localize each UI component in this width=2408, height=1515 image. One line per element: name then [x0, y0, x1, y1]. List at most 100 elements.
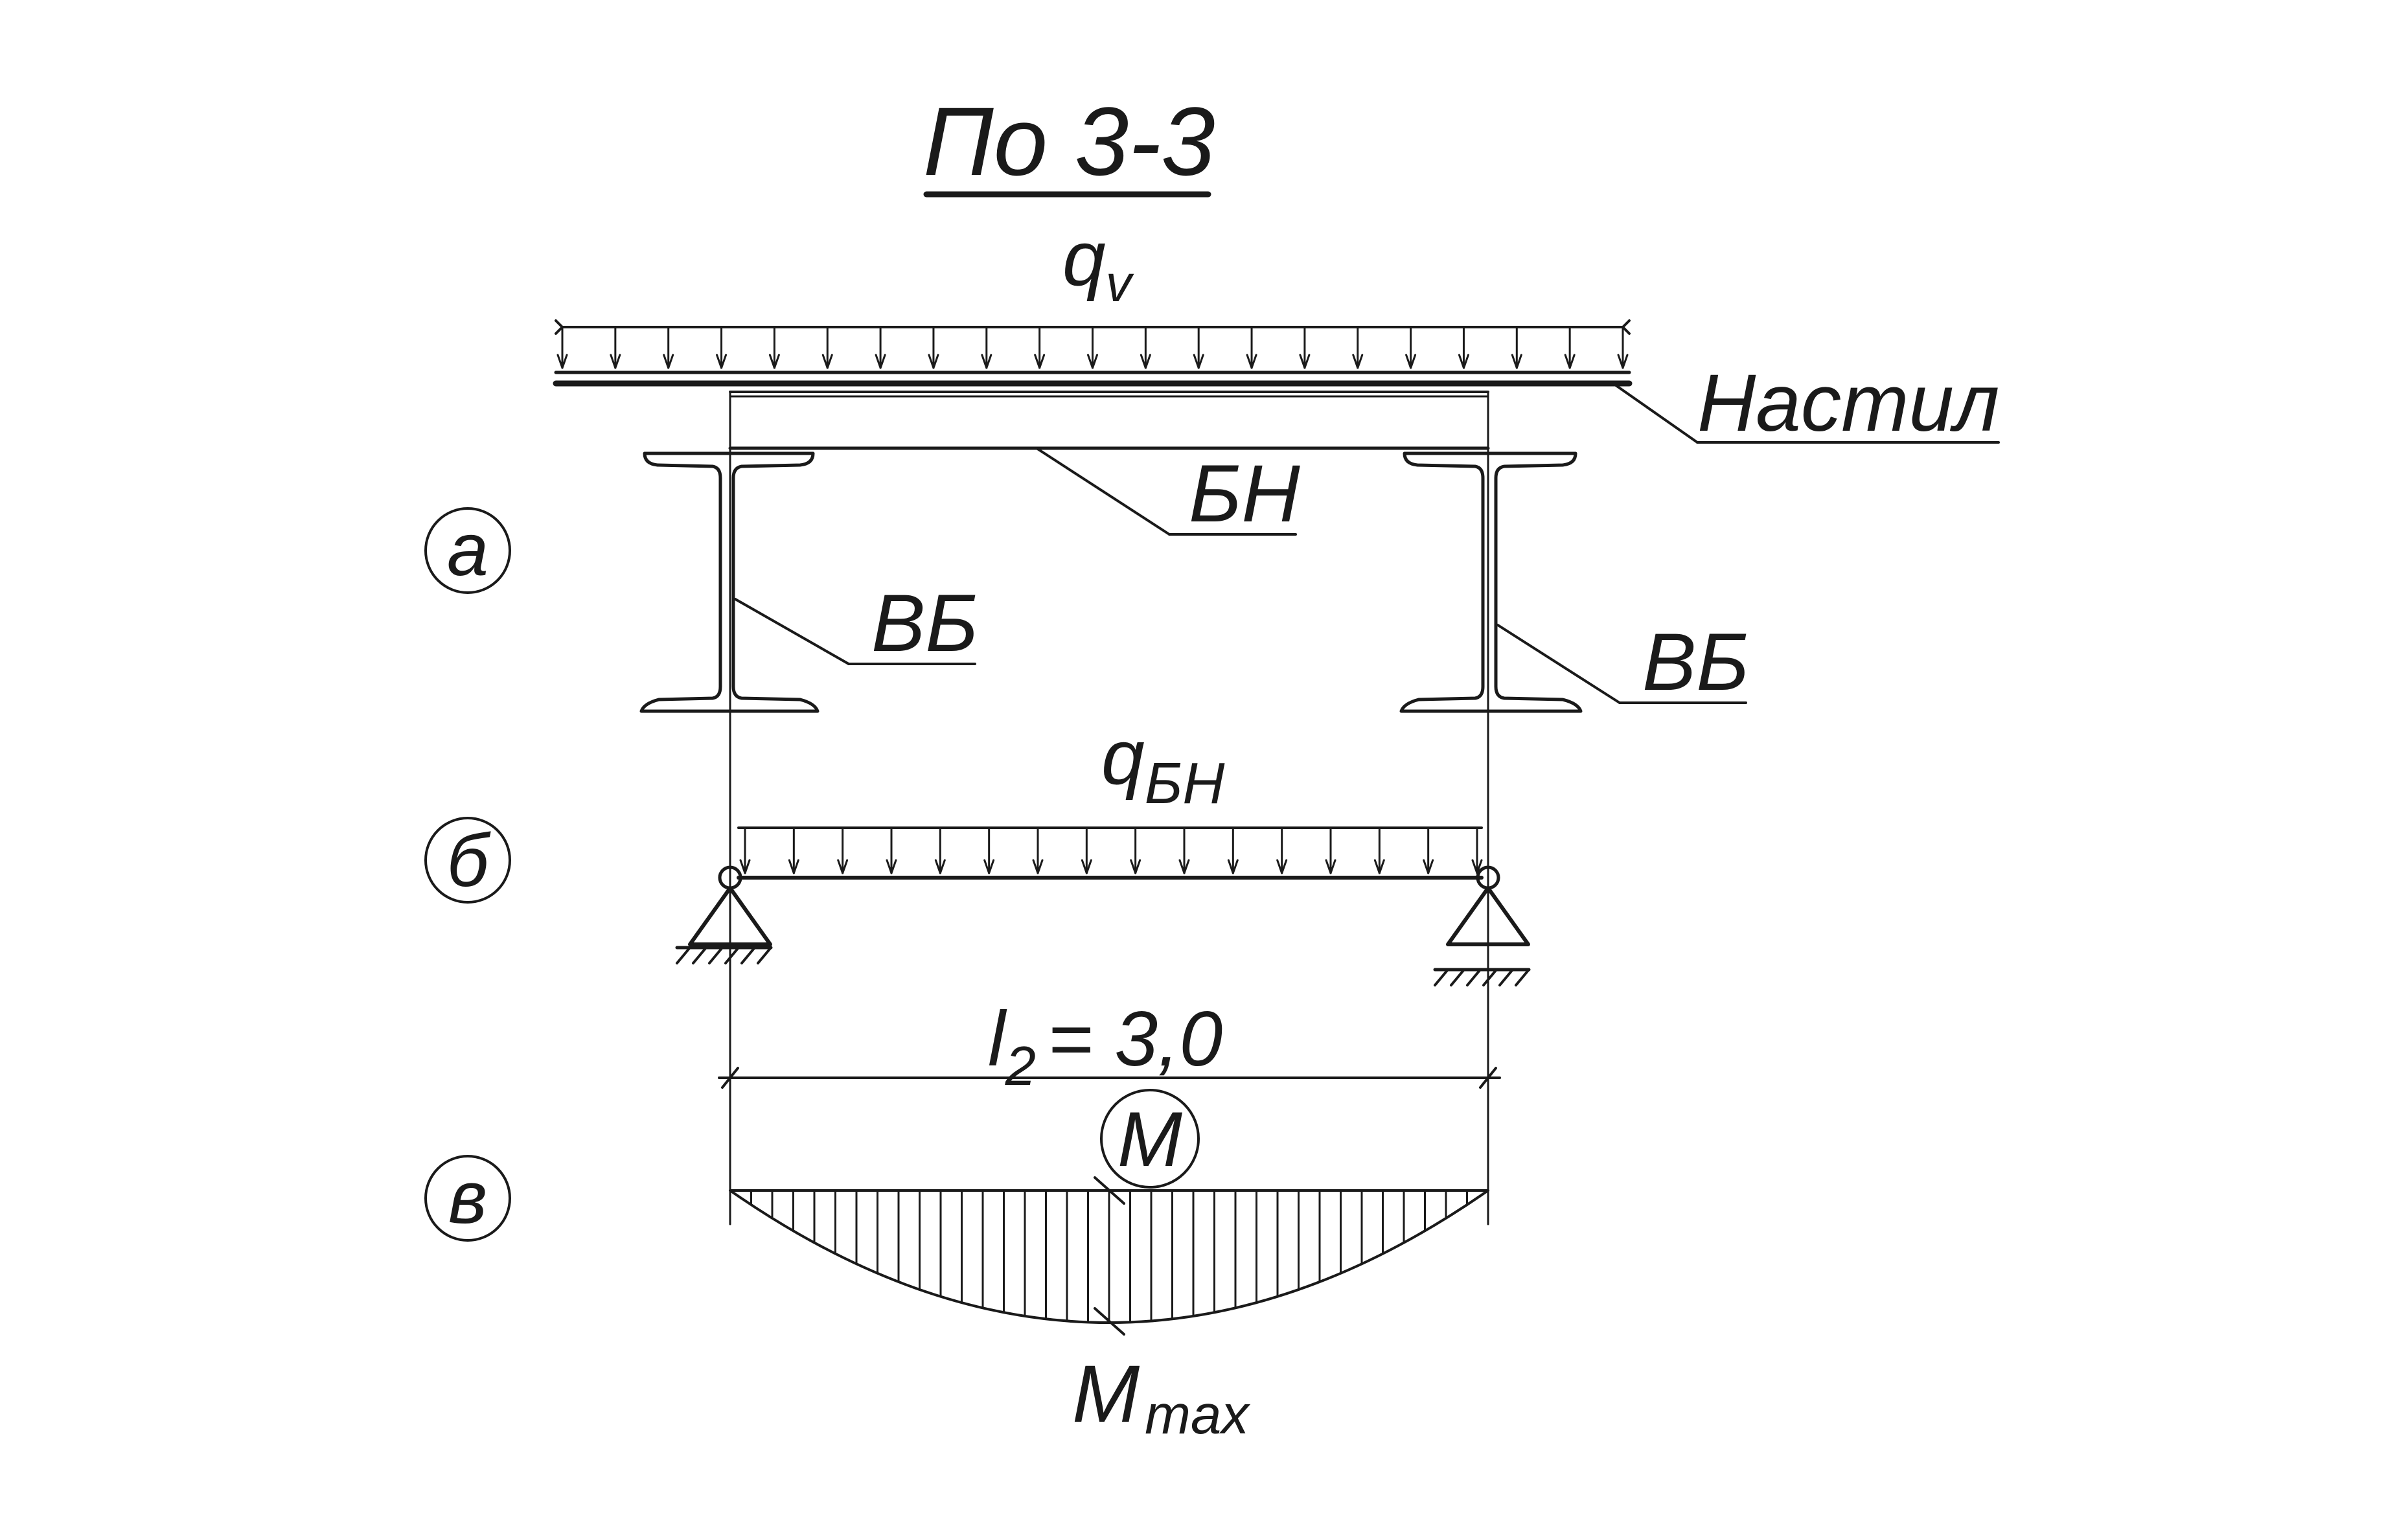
- load-qbn-arrow-head: [1178, 859, 1190, 874]
- support-right: [1433, 865, 1531, 986]
- support-left-hatch-line: [757, 946, 772, 964]
- main-beam-right-outline: [1399, 451, 1583, 713]
- break-mark-right: [1622, 319, 1631, 335]
- load-qv-arrow-head: [1564, 354, 1576, 369]
- floor-beam-label: БН: [1189, 449, 1300, 539]
- row-marker-v-circle: [424, 1155, 511, 1242]
- load-qbn-arrow-head: [788, 859, 799, 874]
- support-left: [675, 865, 773, 964]
- load-qv-symbol: q: [1062, 215, 1106, 302]
- support-left-hatch-line: [692, 946, 707, 964]
- support-right-hatch-line: [1434, 968, 1449, 986]
- load-qbn-arrow-head: [1081, 859, 1092, 874]
- support-left-triangle: [688, 886, 772, 946]
- moment-max-tick-bottom: [1094, 1307, 1125, 1336]
- load-qbn-label: qБН: [1101, 714, 1225, 816]
- moment-diagram: M Mmax: [729, 1089, 1489, 1446]
- load-qv-arrow-head: [1087, 354, 1098, 369]
- load-qv: qv: [555, 215, 1631, 369]
- row-marker-v: в: [424, 1155, 511, 1242]
- load-qbn-arrow-head: [983, 859, 995, 874]
- row-marker-b-circle: [424, 817, 511, 904]
- load-qbn-arrow-head: [739, 859, 751, 874]
- main-beam-left-outline: [639, 451, 820, 713]
- support-right-hatch-line: [1515, 968, 1530, 986]
- support-right-hatch: [1434, 968, 1530, 986]
- deck-leader: [1612, 382, 1699, 444]
- moment-hatch: [750, 1189, 1468, 1324]
- beam-scheme: [675, 865, 1531, 986]
- load-qbn-arrow-head: [1227, 859, 1239, 874]
- load-qv-arrow-head: [1193, 354, 1204, 369]
- load-qv-arrow-head: [556, 354, 568, 369]
- load-qv-arrow-head: [716, 354, 728, 369]
- load-qbn-subscript: БН: [1145, 751, 1226, 816]
- row-marker-b-label: б: [447, 819, 492, 902]
- load-qv-arrow-head: [928, 354, 939, 369]
- moment-max-label: Mmax: [1072, 1349, 1250, 1446]
- deck: Настил: [553, 358, 2000, 448]
- drawing-title: По 3-3: [923, 87, 1215, 196]
- load-qv-label: qv: [1062, 215, 1134, 312]
- support-left-hatch-line: [724, 946, 740, 964]
- support-right-hatch-line: [1450, 968, 1465, 986]
- load-qv-arrow-head: [821, 354, 833, 369]
- load-qv-arrow-head: [1617, 354, 1629, 369]
- load-qv-arrow-head: [663, 354, 674, 369]
- load-qv-arrow-head: [1140, 354, 1151, 369]
- load-qbn-arrow-head: [1373, 859, 1385, 874]
- support-left-hatch: [676, 946, 772, 964]
- load-qv-arrow-head: [1352, 354, 1364, 369]
- load-qv-arrow-head: [875, 354, 886, 369]
- span-value: = 3,0: [1048, 996, 1222, 1082]
- load-qbn-arrow-head: [1032, 859, 1044, 874]
- moment-max-tick-top: [1094, 1176, 1125, 1205]
- span-dimension: l2= 3,0: [718, 996, 1501, 1097]
- moment-max-subscript: max: [1145, 1384, 1250, 1446]
- load-qbn-arrow-head: [886, 859, 897, 874]
- load-qv-arrow-head: [981, 354, 992, 369]
- support-left-hatch-line: [740, 946, 756, 964]
- load-qbn-arrow-head: [837, 859, 849, 874]
- row-marker-b: б: [424, 817, 511, 904]
- span-tick-right: [1479, 1067, 1497, 1089]
- floor-beam: БН: [728, 391, 1490, 539]
- load-qv-subscript: v: [1106, 255, 1134, 312]
- load-qbn-arrows: [739, 826, 1483, 874]
- load-qv-arrow-head: [1511, 354, 1522, 369]
- load-qv-arrow-head: [1299, 354, 1311, 369]
- support-right-triangle: [1446, 886, 1530, 946]
- moment-max-symbol: M: [1072, 1349, 1140, 1439]
- row-marker-a-circle: [424, 507, 511, 594]
- support-right-hatch-line: [1498, 968, 1514, 986]
- load-qbn-arrow-head: [1130, 859, 1141, 874]
- span-symbol: l: [988, 996, 1007, 1082]
- title-group: По 3-3: [923, 87, 1215, 198]
- floor-beam-leader: [1035, 447, 1171, 536]
- support-left-hatch-line: [676, 946, 691, 964]
- span-subscript: 2: [1005, 1036, 1036, 1097]
- span-label: l2= 3,0: [988, 996, 1222, 1097]
- support-right-hatch-line: [1482, 968, 1498, 986]
- load-qv-arrow-head: [1405, 354, 1417, 369]
- load-qbn-arrow-head: [1423, 859, 1434, 874]
- main-beam-left-leader: [734, 598, 850, 665]
- row-marker-a-label: а: [447, 508, 488, 591]
- support-left-hatch-line: [708, 946, 724, 964]
- moment-label: M: [1118, 1096, 1182, 1183]
- load-qbn-arrow-head: [1325, 859, 1336, 874]
- deck-label: Настил: [1697, 358, 1999, 448]
- row-marker-v-label: в: [448, 1156, 487, 1239]
- load-qv-arrow-head: [1034, 354, 1046, 369]
- main-beam-right: ВБ: [1399, 451, 1749, 713]
- row-marker-a: а: [424, 507, 511, 594]
- support-right-hatch-line: [1466, 968, 1482, 986]
- main-beam-right-label: ВБ: [1642, 617, 1749, 707]
- load-qbn-arrow-head: [1276, 859, 1288, 874]
- load-qv-arrow-head: [1246, 354, 1257, 369]
- main-beam-left-label: ВБ: [871, 578, 978, 668]
- load-qbn: qБН: [737, 714, 1483, 874]
- span-tick-left: [721, 1067, 739, 1089]
- main-beam-right-leader: [1496, 624, 1621, 704]
